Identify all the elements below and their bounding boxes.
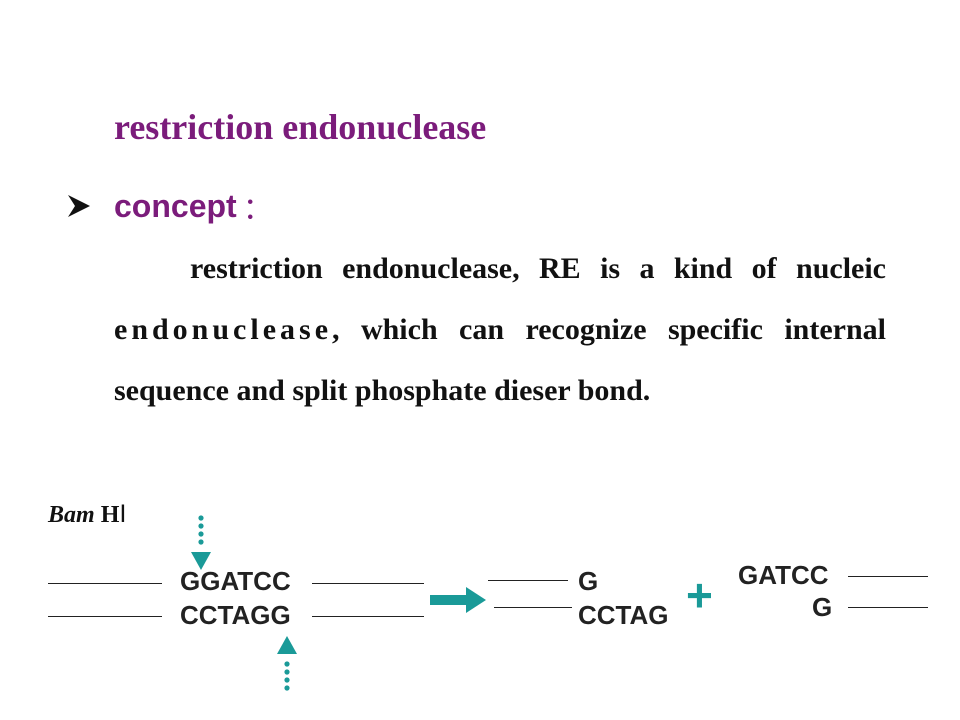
dna-strand-line bbox=[48, 616, 162, 617]
paragraph-text-spaced: endonuclease bbox=[114, 313, 333, 346]
sequence-right-top: GATCC bbox=[738, 560, 829, 590]
enzyme-name-rest: H bbox=[94, 502, 120, 528]
sequence-right-bottom: G bbox=[812, 592, 833, 622]
enzyme-name-suffix: Ⅰ bbox=[119, 502, 127, 528]
dna-strand-line bbox=[48, 583, 162, 584]
dna-strand-line bbox=[312, 616, 424, 617]
concept-label: concept bbox=[114, 187, 237, 224]
sequence-mid-top: G bbox=[578, 566, 599, 596]
slide-title: restriction endonuclease bbox=[114, 107, 487, 147]
enzyme-name: Bam HⅠ bbox=[48, 500, 126, 529]
paragraph-text-1: restriction endonuclease, RE is a kind o… bbox=[190, 252, 886, 285]
sequence-mid-bottom: CCTAG bbox=[578, 600, 669, 630]
concept-colon: ： bbox=[242, 193, 273, 226]
dna-strand-line bbox=[848, 576, 928, 577]
top-cut-arrow-icon bbox=[191, 515, 211, 570]
arrowhead-bullet-icon bbox=[68, 195, 90, 217]
dna-strand-line bbox=[848, 607, 928, 608]
concept-paragraph: restriction endonuclease, RE is a kind o… bbox=[114, 238, 886, 421]
sequence-left-top: GGATCC bbox=[180, 566, 291, 596]
dna-strand-line bbox=[488, 580, 568, 581]
dna-strand-line bbox=[312, 583, 424, 584]
bottom-cut-arrow-icon bbox=[277, 636, 297, 691]
enzyme-name-italic: Bam bbox=[48, 502, 95, 528]
concept-bullet-row: concept ： bbox=[66, 186, 273, 226]
reaction-arrow-icon bbox=[430, 587, 486, 613]
dna-strand-line bbox=[494, 607, 572, 608]
paragraph-text-3: , which can recognize specific internal … bbox=[114, 313, 886, 407]
plus-sign: + bbox=[686, 569, 713, 621]
sequence-left-bottom: CCTAGG bbox=[180, 600, 291, 630]
